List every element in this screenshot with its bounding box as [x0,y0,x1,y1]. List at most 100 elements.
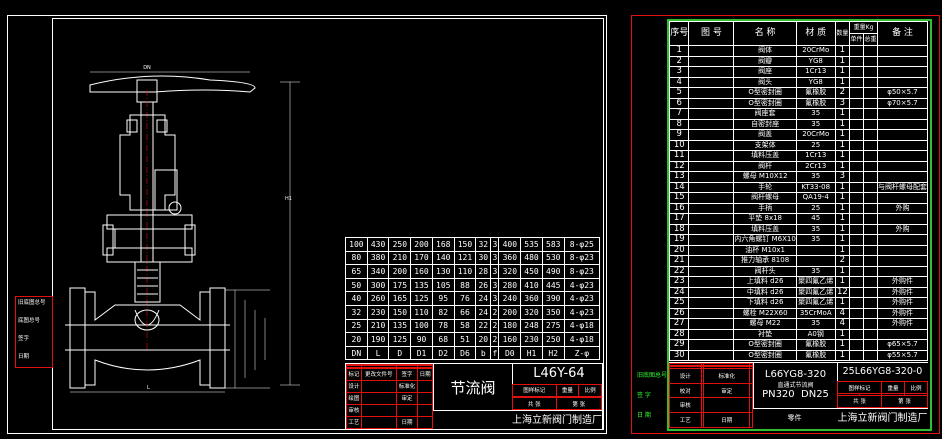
part-remark: φ65×5.7 [877,339,928,351]
part-no: 23 [668,276,690,288]
part-drawing [688,171,735,183]
dim-cell: 78 [431,318,455,334]
part-name: O型密封圈 [733,97,797,109]
drawing-title: 节流阀 [450,378,496,397]
dim-cell: 180 [498,318,522,334]
part-total-weight [863,55,878,67]
dim-cell: 2 [490,304,500,320]
dim-cell: 300 [366,277,390,293]
part-total-weight [863,129,878,141]
label: 第 张 [881,394,928,409]
part-drawing [688,276,735,288]
part-name: 衬垫 [733,328,797,340]
part-material: 35 [795,223,836,235]
label: 图样标记 [837,380,882,395]
part-material: 35 [795,171,836,183]
dim-cell: 250 [388,237,412,252]
side-label: 日 期 [637,412,651,419]
part-unit-weight [849,139,864,151]
part-name: 阀体 [733,45,797,57]
part-total-weight [863,87,878,99]
dim-cell: 430 [366,237,390,252]
part-drawing [688,244,735,256]
part-no: 3 [668,66,690,78]
dim-cell: 150 [388,304,412,320]
part-name: 阀杆头 [733,265,797,277]
part-unit-weight [849,213,864,225]
part-remark: 外购件 [877,318,928,330]
drawing-title-cell: 节流阀 [433,364,513,411]
part-name: 支架体 [733,139,797,151]
dim-cell: 66 [453,304,477,320]
part-drawing [688,129,735,141]
dim-label-length: L [147,385,150,391]
dim-cell: 135 [410,277,433,293]
part-drawing [688,297,735,309]
part-drawing [688,139,735,151]
part-unit-weight [849,118,864,130]
part-material: 1Cr13 [795,150,836,162]
part-name: 螺栓 M22X60 [733,307,797,319]
part-total-weight [863,76,878,88]
dim-header-cell: D1 [410,345,433,361]
part-drawing [688,255,735,267]
part-remark [877,139,928,151]
part-unit-weight [849,223,864,235]
dim-cell: 135 [388,318,412,334]
part-total-weight [863,255,878,267]
part-material: 聚四氟乙烯 [795,286,836,298]
part-unit-weight [849,129,864,141]
part-unit-weight [849,66,864,78]
dim-cell: 58 [453,318,477,334]
part-total-weight [863,139,878,151]
side-label: 签 字 [637,392,651,399]
part-total-weight [863,297,878,309]
part-qty: 1 [834,139,851,151]
dim-cell: 3 [490,277,500,293]
dim-cell: 445 [541,277,565,293]
part-total-weight [863,223,878,235]
scale-grid: 图样标记重量比例 共 张第 张 [512,384,603,410]
label: 重量 [555,384,580,397]
dim-cell: 24 [475,304,492,320]
dim-cell: 8-φ25 [563,237,601,252]
part-no: 12 [668,160,690,172]
label: 审定 [703,382,751,399]
valve-drawing: DN H1 L [65,65,300,393]
part-total-weight [863,181,878,193]
part-unit-weight [849,150,864,162]
model-cell: L66YG8-320 直通式节流阀 PN320 DN25 [753,363,838,409]
part-remark [877,160,928,172]
part-remark [877,108,928,120]
dim-cell: 210 [388,250,412,266]
dim-cell: 32 [345,304,368,320]
dim-cell: 110 [453,264,477,279]
part-no: 28 [668,328,690,340]
dim-cell: 24 [475,291,492,306]
dim-cell: 583 [541,237,565,252]
dim-cell: 400 [498,237,522,252]
left-sheet-outer-frame [7,15,607,434]
part-unit-weight [849,339,864,351]
label: 标准化 [395,379,419,393]
part-remark [877,45,928,57]
part-qty: 1 [834,276,851,288]
right-model: L66YG8-320 [764,369,827,380]
dim-cell: 175 [388,277,412,293]
right-sheet-outer-frame [631,15,940,434]
part-drawing [688,307,735,319]
part-no: 11 [668,150,690,162]
part-no: 25 [668,297,690,309]
part-no: 16 [668,202,690,214]
part-qty: 1 [834,265,851,277]
dim-cell: 250 [541,332,565,347]
factory-name: 上海立新阀门制造厂 [512,410,602,430]
